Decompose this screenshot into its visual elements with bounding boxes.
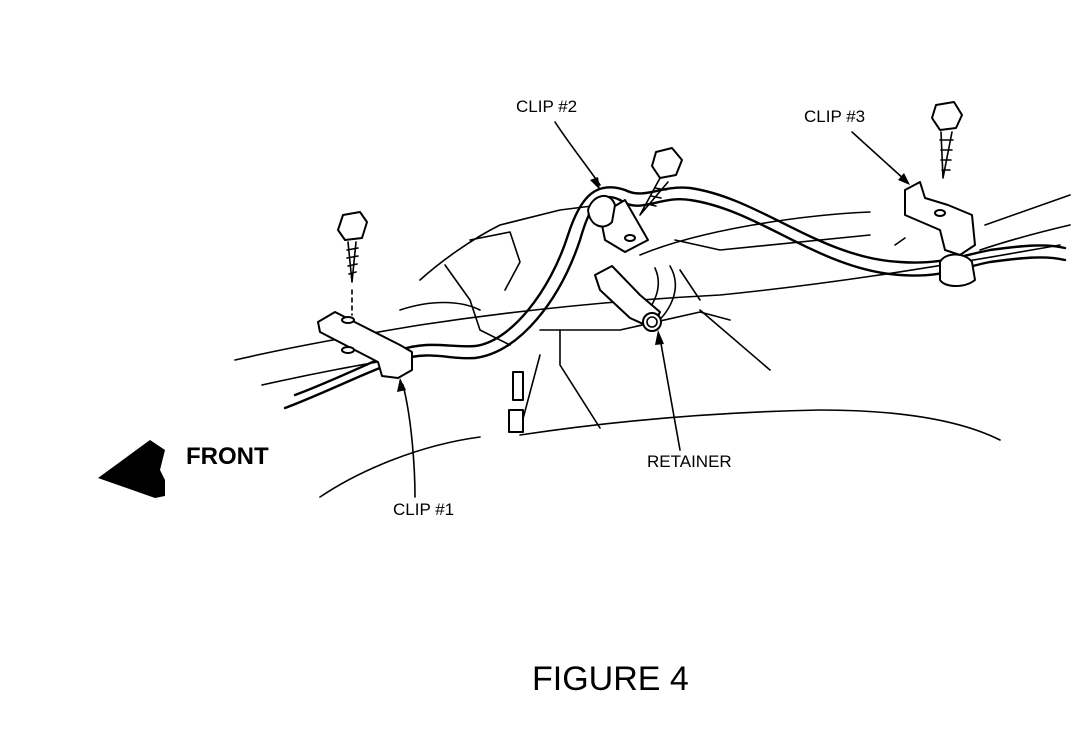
retainer-icon [594,265,662,332]
bolt-icon [337,211,368,316]
retainer-label: RETAINER [647,452,732,471]
clip2-bracket-icon [587,195,649,253]
bolt-icon [931,101,963,179]
clip1-label: CLIP #1 [393,500,455,519]
bolt-icon [639,147,683,216]
front-label: FRONT [186,443,269,470]
leader-arrows [397,121,910,498]
clip3-label: CLIP #3 [804,107,866,126]
front-arrow-icon [98,440,165,498]
figure-caption: FIGURE 4 [532,660,689,698]
clip2-label: CLIP #2 [516,97,578,116]
clip3-bracket-icon [894,181,976,287]
clip1-bracket-icon [317,311,413,379]
